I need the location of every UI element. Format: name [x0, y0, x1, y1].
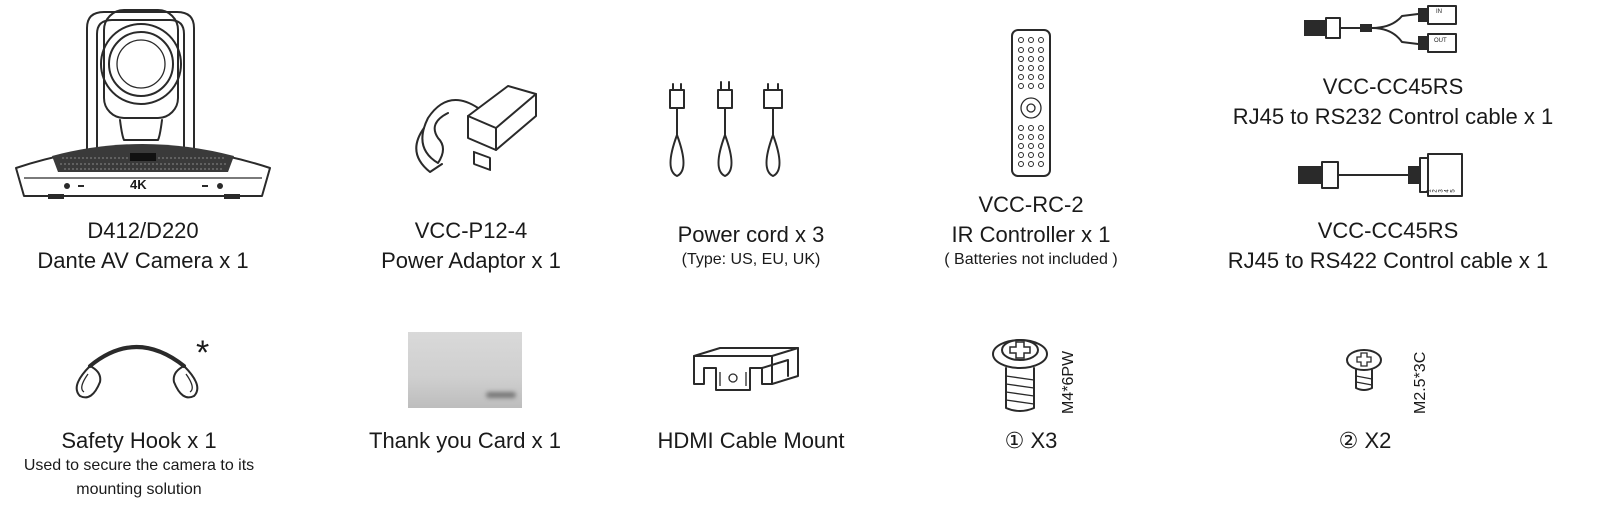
rs232-in-label: IN	[1436, 9, 1442, 15]
power-cord-caption: Power cord x 3 (Type: US, EU, UK)	[620, 220, 882, 270]
screw-m4-illustration	[992, 339, 1048, 412]
screw-m4-caption: ① X3	[900, 426, 1162, 456]
camera-caption: D412/D220 Dante AV Camera x 1	[12, 216, 274, 276]
rs422-name: RJ45 to RS422 Control cable x 1	[1227, 248, 1549, 273]
adaptor-model: VCC-P12-4	[414, 218, 528, 243]
camera-name: Dante AV Camera x 1	[37, 248, 249, 273]
thank-you-card-name: Thank you Card x 1	[369, 428, 561, 453]
safety-hook-illustration	[75, 345, 199, 399]
safety-hook-note-2: mounting solution	[76, 481, 202, 498]
ir-remote-illustration	[1011, 29, 1051, 177]
screw-m25-illustration	[1346, 349, 1382, 391]
rs232-out-label: OUT	[1434, 38, 1447, 44]
rs422-caption: VCC-CC45RS RJ45 to RS422 Control cable x…	[1208, 216, 1568, 276]
remote-caption: VCC-RC-2 IR Controller x 1 ( Batteries n…	[900, 190, 1162, 270]
rs232-name: RJ45 to RS232 Control cable x 1	[1232, 104, 1554, 129]
thank-you-card-caption: Thank you Card x 1	[334, 426, 596, 456]
safety-hook-name: Safety Hook x 1	[61, 428, 217, 453]
power-cord-label: Power cord x 3	[677, 222, 825, 247]
power-cords-illustration	[669, 81, 783, 177]
remote-name: IR Controller x 1	[951, 222, 1111, 247]
adaptor-name: Power Adaptor x 1	[381, 248, 561, 273]
screw-m25-spec: M2.5*3C	[1412, 351, 1429, 414]
hdmi-mount-caption: HDMI Cable Mount	[620, 426, 882, 456]
thank-you-card-shadow	[486, 392, 516, 398]
safety-hook-asterisk: *	[196, 334, 210, 372]
hdmi-mount-name: HDMI Cable Mount	[657, 428, 845, 453]
power-cord-types: (Type: US, EU, UK)	[681, 251, 821, 268]
rs422-connector-pins: 1 2 3 4 5	[1426, 189, 1457, 193]
ptz-camera-illustration	[15, 9, 271, 199]
safety-hook-caption: Safety Hook x 1 Used to secure the camer…	[6, 426, 272, 502]
camera-model: D412/D220	[87, 218, 199, 243]
remote-model: VCC-RC-2	[978, 192, 1084, 217]
screw-m25-count: ② X2	[1338, 428, 1392, 453]
adaptor-caption: VCC-P12-4 Power Adaptor x 1	[340, 216, 602, 276]
screw-m4-count: ① X3	[1004, 428, 1058, 453]
rs232-cable-illustration	[1304, 5, 1457, 53]
rs422-cable-illustration	[1298, 153, 1463, 197]
rs232-caption: VCC-CC45RS RJ45 to RS232 Control cable x…	[1218, 72, 1568, 132]
screw-m25-caption: ② X2	[1234, 426, 1496, 456]
remote-note: ( Batteries not included )	[944, 251, 1118, 268]
camera-4k-badge: 4K	[130, 177, 147, 192]
safety-hook-note-1: Used to secure the camera to its	[23, 457, 255, 474]
rs422-model: VCC-CC45RS	[1317, 218, 1459, 243]
power-adaptor-illustration	[415, 85, 537, 173]
screw-m4-spec: M4*6PW	[1060, 350, 1077, 414]
rs232-model: VCC-CC45RS	[1322, 74, 1464, 99]
hdmi-mount-illustration	[693, 347, 799, 391]
